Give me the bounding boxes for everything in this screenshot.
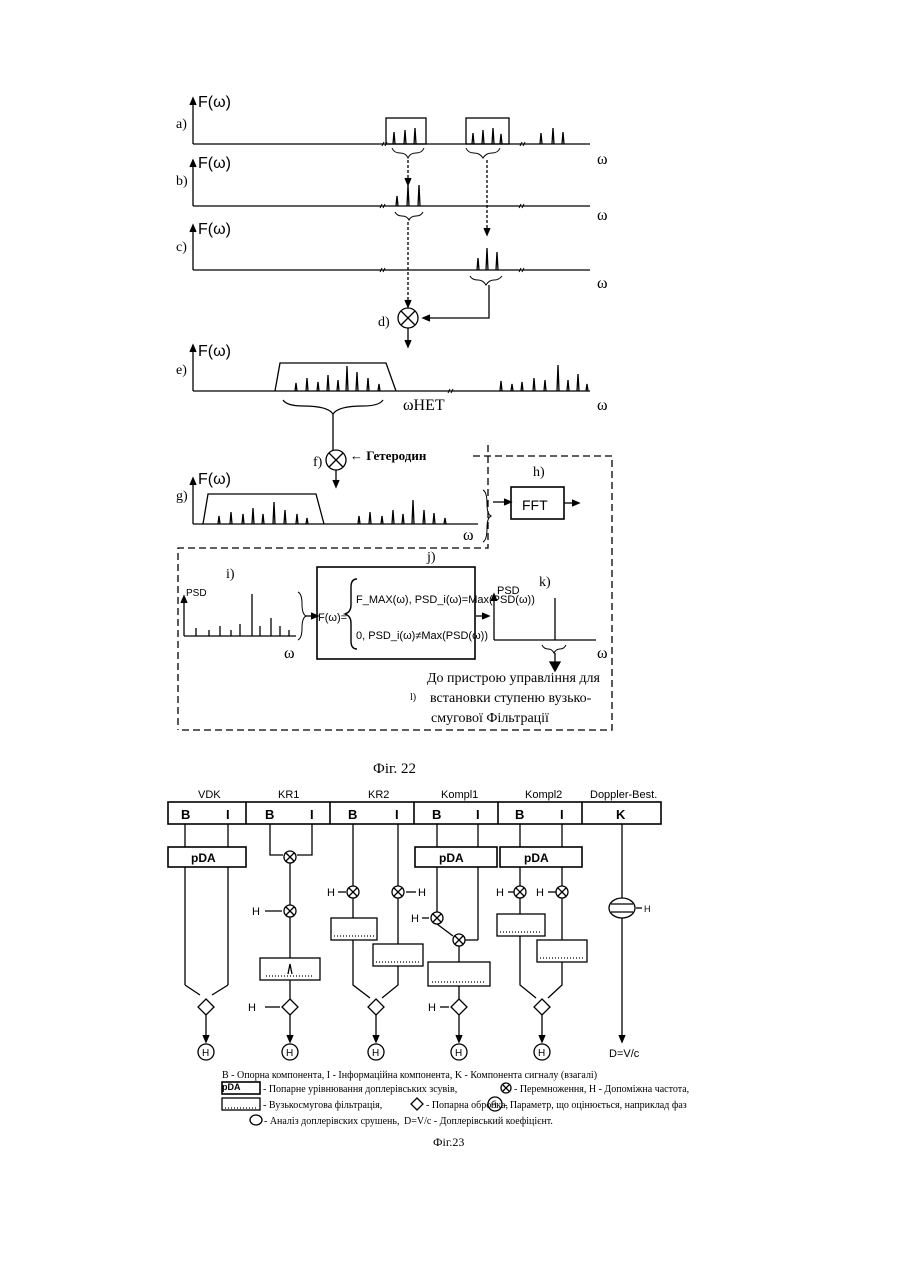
panel-j-label: j)	[426, 550, 436, 565]
kr1-column	[260, 824, 320, 1042]
figure-22-labels: a) F(ω) ω b) F(ω) ω c) F(ω) ω d) e) F(ω)…	[176, 94, 608, 777]
legend-line-3c: - Параметр, що оцінюється, наприклад фаз	[504, 1100, 687, 1111]
panel-c-label: c)	[176, 240, 187, 255]
kr2-b: B	[348, 807, 357, 822]
legend-pda-symbol: pDA	[222, 1082, 241, 1092]
kompl1-pda-label: pDA	[439, 851, 464, 865]
h-circle-5: H	[538, 1048, 545, 1059]
kompl2-h2-label: H	[536, 887, 544, 899]
kr2-column	[331, 824, 423, 1042]
h-circle-2: H	[286, 1048, 293, 1059]
fw-label-a: F(ω)	[198, 94, 231, 111]
figure-23-caption: Фіг.23	[433, 1135, 464, 1149]
kr2-h-label: H	[327, 887, 335, 899]
kompl1-i: I	[476, 807, 480, 822]
figure-23-labels: VDK KR1 KR2 Kompl1 Kompl2 Doppler-Best. …	[181, 789, 689, 1149]
column-vdk-label: VDK	[198, 789, 221, 801]
formula-lhs: F(ω)=	[318, 612, 347, 624]
kr2-h2-label: H	[418, 887, 426, 899]
doppler-result-label: D=V/c	[609, 1048, 640, 1060]
vdk-i: I	[226, 807, 230, 822]
omega-label-c: ω	[597, 275, 608, 292]
omega-het-label: ωHET	[403, 397, 445, 414]
omega-label-k: ω	[597, 645, 608, 662]
figure-22-caption: Фіг. 22	[373, 761, 416, 777]
omega-label-g: ω	[463, 527, 474, 544]
formula-case-2: 0, PSD_i(ω)≠Max(PSD(ω))	[356, 630, 488, 642]
legend-line-1: B - Опорна компонента, I - Інформаційна …	[222, 1070, 597, 1081]
legend-line-2b: - Перемноження, H - Допоміжна частота,	[514, 1084, 689, 1095]
fw-label-b: F(ω)	[198, 155, 231, 172]
panel-e-spectrum	[190, 345, 590, 450]
column-kompl2-label: Kompl2	[525, 789, 562, 801]
psd-label-k: PSD	[497, 585, 520, 597]
column-doppler-label: Doppler-Best.	[590, 789, 657, 801]
panel-f-mixer	[326, 450, 346, 487]
kr2-i: I	[395, 807, 399, 822]
column-kompl1-label: Kompl1	[441, 789, 478, 801]
vdk-pda-label: pDA	[191, 851, 216, 865]
legend-line-4a: - Аналіз доплерівских срушень,	[264, 1116, 399, 1127]
kr1-b: B	[265, 807, 274, 822]
kr1-h-label: H	[252, 906, 260, 918]
note-line-3: смугової Фільтрації	[431, 711, 549, 726]
fw-label-c: F(ω)	[198, 221, 231, 238]
panel-h-label: h)	[533, 465, 545, 480]
kompl2-i: I	[560, 807, 564, 822]
fw-label-g: F(ω)	[198, 471, 231, 488]
omega-label-b: ω	[597, 207, 608, 224]
note-line-2: встановки ступеню вузько-	[430, 691, 592, 706]
omega-label-a: ω	[597, 151, 608, 168]
panel-a-spectrum	[190, 98, 590, 235]
panel-i-label: i)	[226, 567, 235, 582]
legend-line-3a: - Вузькосмугова фільтрація,	[263, 1100, 382, 1111]
panel-a-label: a)	[176, 117, 187, 132]
kompl2-h-label: H	[496, 887, 504, 899]
kr1-h2-label: H	[248, 1002, 256, 1014]
vdk-b: B	[181, 807, 190, 822]
h-circle-3: H	[372, 1048, 379, 1059]
panel-b-label: b)	[176, 174, 188, 189]
heterodyne-label: ← Гетеродин	[350, 448, 427, 463]
column-kr2-label: KR2	[368, 789, 389, 801]
h-circle-1: H	[202, 1048, 209, 1059]
legend-line-4b: D=V/c - Доплерівський коефіцієнт.	[404, 1116, 553, 1127]
panel-l-label: l)	[410, 692, 416, 703]
omega-label-i: ω	[284, 645, 295, 662]
doppler-k: K	[616, 807, 626, 822]
panel-d-label: d)	[378, 315, 390, 330]
panel-g-label: g)	[176, 489, 188, 504]
psd-label-i: PSD	[186, 588, 207, 599]
note-line-1: До пристрою управління для	[427, 671, 601, 686]
doppler-h-label: H	[644, 904, 651, 914]
panel-f-label: f)	[313, 455, 323, 470]
doppler-column	[609, 824, 642, 1042]
panel-c-spectrum	[190, 225, 590, 321]
kompl1-h2-label: H	[428, 1002, 436, 1014]
kompl1-h-label: H	[411, 913, 419, 925]
omega-label-e: ω	[597, 397, 608, 414]
fw-label-e: F(ω)	[198, 343, 231, 360]
kompl2-pda-label: pDA	[524, 851, 549, 865]
legend-line-2a: - Попарне урівнювання доплерівських зсув…	[263, 1084, 457, 1095]
kompl2-b: B	[515, 807, 524, 822]
panel-e-label: e)	[176, 363, 187, 378]
kompl1-b: B	[432, 807, 441, 822]
fft-label: FFT	[522, 497, 548, 513]
panel-b-spectrum	[190, 160, 590, 307]
panel-d-mixer	[398, 308, 418, 347]
panel-k-label: k)	[539, 575, 551, 590]
column-kr1-label: KR1	[278, 789, 299, 801]
kr1-i: I	[310, 807, 314, 822]
panel-i-psd	[181, 592, 318, 640]
h-circle-4: H	[455, 1048, 462, 1059]
legend-h-circle: H	[491, 1101, 497, 1110]
